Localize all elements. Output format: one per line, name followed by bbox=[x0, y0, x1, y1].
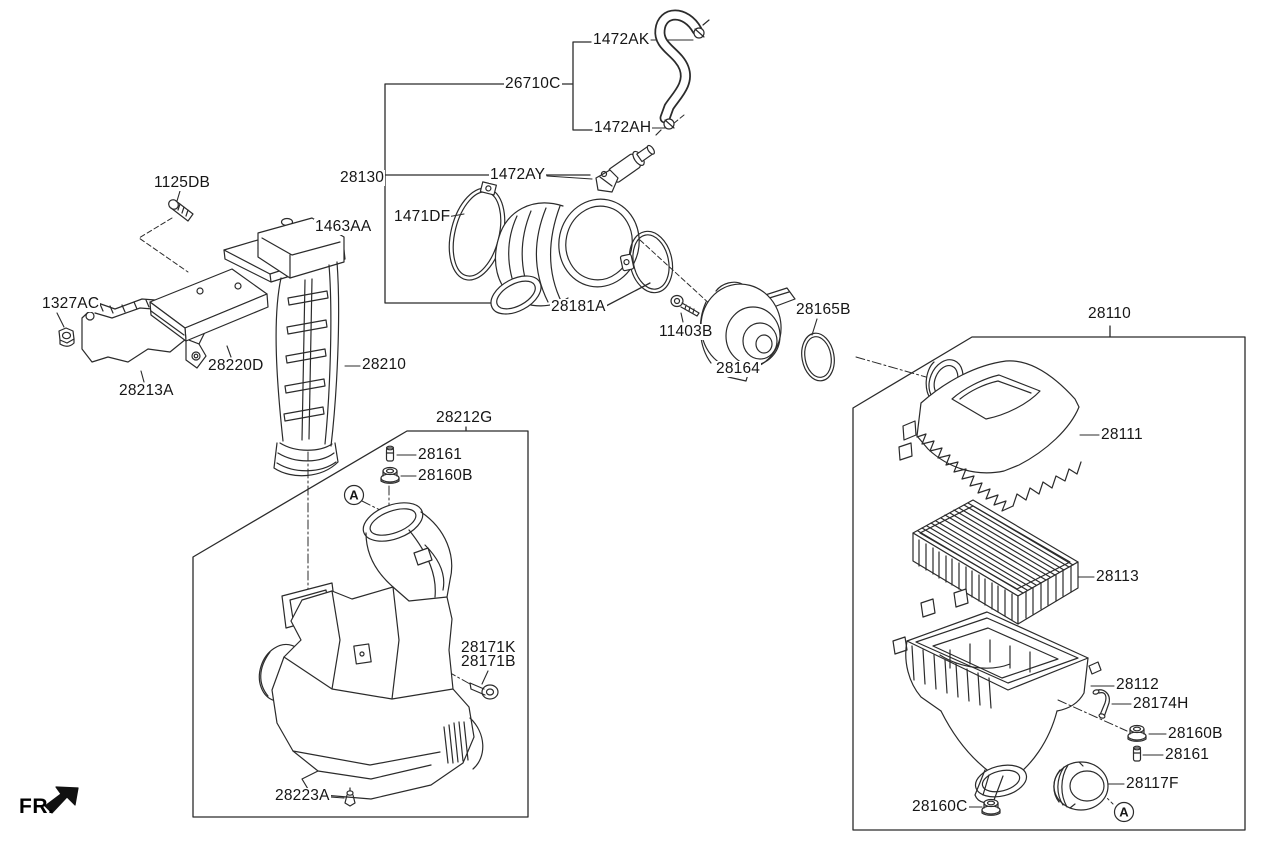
air-duct-28210-drawing bbox=[257, 217, 345, 477]
part-label-1327ac: 1327AC bbox=[41, 295, 101, 312]
part-label-28174h: 28174H bbox=[1132, 695, 1190, 712]
part-label-11403b: 11403B bbox=[658, 323, 714, 340]
fr-arrow-icon bbox=[44, 786, 79, 814]
callout-a-left: A bbox=[349, 487, 359, 503]
part-label-28212g: 28212G bbox=[435, 409, 494, 426]
part-label-1472ah: 1472AH bbox=[593, 119, 653, 136]
part-label-28160c: 28160C bbox=[911, 798, 969, 815]
air-cleaner-cover-28111-drawing bbox=[898, 359, 1082, 512]
part-label-28111: 28111 bbox=[1100, 426, 1144, 443]
part-label-1463aa: 1463AA bbox=[314, 218, 373, 235]
part-label-28210: 28210 bbox=[361, 356, 408, 373]
part-label-28165b: 28165B bbox=[795, 301, 852, 318]
grommet-28160b-right-icon bbox=[1127, 724, 1147, 742]
part-label-28112: 28112 bbox=[1115, 676, 1160, 693]
part-label-28164: 28164 bbox=[715, 360, 762, 377]
duct-ring-28117f-drawing bbox=[1053, 761, 1109, 811]
intake-hose-28130-drawing bbox=[490, 198, 640, 315]
part-label-1471df: 1471DF bbox=[393, 208, 452, 225]
clamp-1472ay-icon bbox=[595, 169, 619, 193]
part-label-28161-left: 28161 bbox=[417, 446, 464, 463]
bolt-1125db-icon bbox=[168, 199, 194, 222]
part-label-28223a: 28223A bbox=[274, 787, 331, 804]
grommet-28160b-left-icon bbox=[380, 466, 400, 484]
part-label-28130: 28130 bbox=[339, 169, 386, 186]
nut-1327ac-icon bbox=[58, 327, 75, 347]
air-cleaner-body-28112-drawing bbox=[892, 588, 1102, 804]
bolt-11403b-icon bbox=[670, 294, 700, 317]
pin-28161-left-icon bbox=[385, 445, 395, 462]
resonator-28212g-drawing bbox=[258, 502, 484, 800]
grommet-28160c-icon bbox=[981, 798, 1001, 816]
hose-clamp-1472ak-icon bbox=[693, 19, 710, 39]
part-label-1472ay: 1472AY bbox=[489, 166, 547, 183]
oring-28165b-drawing bbox=[801, 332, 835, 382]
part-label-28171k: 28171K bbox=[460, 639, 517, 656]
part-label-1472ak: 1472AK bbox=[592, 31, 651, 48]
cover-28220d-drawing bbox=[149, 268, 269, 342]
nipple-fitting-drawing bbox=[608, 144, 655, 183]
screw-28171-icon bbox=[469, 682, 499, 700]
part-label-1125db: 1125DB bbox=[153, 174, 212, 191]
strap-28174h-icon bbox=[1092, 689, 1110, 719]
clamp-28181a-drawing bbox=[619, 230, 674, 294]
part-label-28160b-right: 28160B bbox=[1167, 725, 1224, 742]
callout-circle-a-left bbox=[343, 484, 365, 506]
part-label-28110: 28110 bbox=[1087, 305, 1132, 322]
callout-circle-a-right bbox=[1113, 801, 1135, 823]
pin-28161-right-icon bbox=[1132, 745, 1142, 762]
part-label-28220d: 28220D bbox=[207, 357, 265, 374]
part-label-28161-right: 28161 bbox=[1164, 746, 1211, 763]
part-label-26710c: 26710C bbox=[504, 75, 562, 92]
callout-a-right: A bbox=[1119, 804, 1129, 820]
front-direction-label: FR. bbox=[19, 795, 55, 818]
part-label-28160b-left: 28160B bbox=[417, 467, 474, 484]
group-box-28212g bbox=[192, 426, 529, 818]
part-label-28213a: 28213A bbox=[118, 382, 175, 399]
part-label-28171b: 28171B bbox=[460, 653, 517, 670]
part-label-28181a: 28181A bbox=[550, 298, 607, 315]
part-label-28113: 28113 bbox=[1095, 568, 1140, 585]
clip-28223a-icon bbox=[344, 787, 356, 807]
part-label-28117f: 28117F bbox=[1125, 775, 1180, 792]
hose-clamp-1472ah-icon bbox=[655, 118, 675, 136]
air-filter-28113-drawing bbox=[912, 499, 1079, 625]
breather-hose-drawing bbox=[654, 9, 703, 124]
group-box-28110 bbox=[852, 325, 1246, 831]
